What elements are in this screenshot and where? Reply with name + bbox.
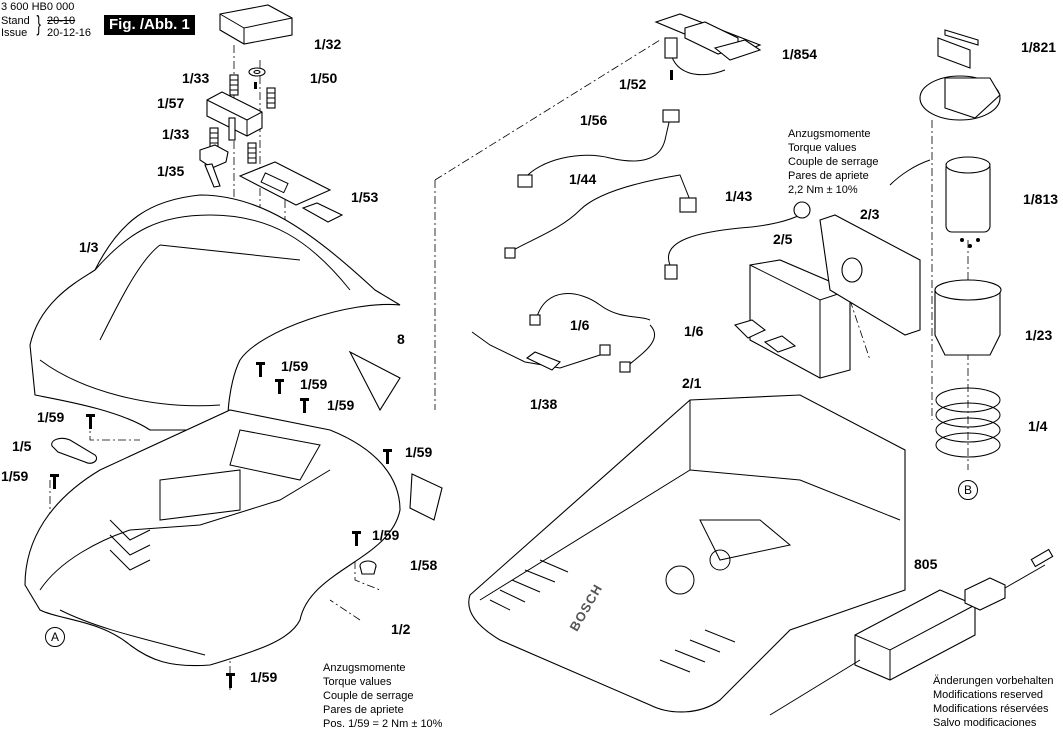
part-1-3-hood bbox=[29, 194, 401, 431]
part-805-power-supply bbox=[769, 548, 1054, 716]
callout-1-59: 1/59 bbox=[300, 376, 328, 392]
torque-note-top: Anzugsmomente Torque values Couple de se… bbox=[788, 127, 879, 197]
part-1-813-motor bbox=[889, 156, 991, 248]
part-8-decals bbox=[348, 350, 443, 521]
callout-1-23: 1/23 bbox=[1025, 327, 1053, 343]
callout-1-35: 1/35 bbox=[157, 163, 185, 179]
part-2-3-cover bbox=[819, 214, 921, 336]
torque-note-line: Torque values bbox=[788, 142, 857, 154]
part-1-32-cover bbox=[219, 4, 293, 45]
part-1-821-labels bbox=[937, 29, 979, 69]
callout-1-6: 1/6 bbox=[684, 323, 704, 339]
brace-symbol: } bbox=[36, 11, 41, 36]
callout-1-52: 1/52 bbox=[619, 76, 647, 92]
callout-1-50: 1/50 bbox=[310, 70, 338, 86]
callout-2-1: 2/1 bbox=[682, 375, 702, 391]
callout-1-56: 1/56 bbox=[580, 112, 608, 128]
part-1-2-body bbox=[24, 409, 401, 667]
torque-note-line: Pares de apriete bbox=[788, 170, 869, 182]
torque-note-line: Couple de serrage bbox=[788, 156, 879, 168]
modifications-line: Modifications reserved bbox=[933, 689, 1044, 701]
part-1-5-lens bbox=[51, 437, 98, 464]
callout-1-2: 1/2 bbox=[391, 621, 411, 637]
torque-note-line: 2,2 Nm ± 10% bbox=[788, 184, 858, 196]
callout-2-3: 2/3 bbox=[860, 206, 880, 222]
callout-1-821: 1/821 bbox=[1021, 39, 1057, 55]
torque-note-line: Couple de serrage bbox=[323, 690, 414, 702]
callout-1-6: 1/6 bbox=[570, 317, 590, 333]
part-1-58-cap bbox=[359, 560, 377, 575]
callout-1-5: 1/5 bbox=[12, 438, 32, 454]
document-number: 3 600 HB0 000 bbox=[1, 1, 75, 13]
callout-1-854: 1/854 bbox=[782, 46, 818, 62]
modifications-line: Salvo modificaciones bbox=[933, 717, 1037, 729]
callout-1-53: 1/53 bbox=[351, 189, 379, 205]
callout-1-38: 1/38 bbox=[530, 396, 558, 412]
callout-805: 805 bbox=[914, 556, 938, 572]
part-1-50-washer bbox=[248, 67, 266, 89]
callout-1-59: 1/59 bbox=[250, 669, 278, 685]
part-1-35-switch bbox=[199, 144, 229, 188]
modifications-line: Änderungen vorbehalten bbox=[933, 675, 1054, 687]
callout-1-59: 1/59 bbox=[37, 409, 65, 425]
callout-1-59: 1/59 bbox=[405, 444, 433, 460]
torque-note-line: Pares de apriete bbox=[323, 704, 404, 716]
reference-marker-a: A bbox=[45, 627, 65, 647]
callout-1-3: 1/3 bbox=[79, 239, 99, 255]
callout-1-44: 1/44 bbox=[569, 171, 597, 187]
issue-date: 20-12-16 bbox=[47, 27, 92, 39]
callout-1-4: 1/4 bbox=[1028, 418, 1048, 434]
torque-note-line: Anzugsmomente bbox=[323, 662, 406, 674]
stand-old-date: 20-10 bbox=[47, 15, 76, 27]
callout-8: 8 bbox=[397, 331, 405, 347]
torque-note-line: Pos. 1/59 = 2 Nm ± 10% bbox=[323, 718, 443, 730]
part-1-4-spring bbox=[935, 387, 1001, 458]
callout-1-33: 1/33 bbox=[162, 126, 190, 142]
callout-1-32: 1/32 bbox=[314, 36, 342, 52]
part-1-53-panel bbox=[238, 161, 344, 223]
part-2-5-battery bbox=[733, 259, 851, 379]
torque-note-bottom: Anzugsmomente Torque values Couple de se… bbox=[323, 661, 442, 731]
callout-1-813: 1/813 bbox=[1023, 191, 1059, 207]
part-motor-head bbox=[919, 75, 1001, 121]
reference-marker-b: B bbox=[958, 480, 978, 500]
part-1-57-button bbox=[206, 91, 263, 141]
part-2-1-base bbox=[468, 394, 906, 713]
callout-1-58: 1/58 bbox=[410, 557, 438, 573]
part-1-23-housing bbox=[934, 279, 1002, 356]
callout-1-59: 1/59 bbox=[1, 468, 29, 484]
torque-note-line: Torque values bbox=[323, 676, 392, 688]
part-1-33-springs bbox=[209, 74, 276, 164]
callout-1-59: 1/59 bbox=[281, 358, 309, 374]
figure-label: Fig. /Abb. 1 bbox=[104, 15, 195, 35]
modifications-line: Modifications réservées bbox=[933, 703, 1049, 715]
callout-1-43: 1/43 bbox=[725, 188, 753, 204]
part-1-59-screws bbox=[50, 362, 392, 688]
callout-1-33: 1/33 bbox=[182, 70, 210, 86]
callout-1-59: 1/59 bbox=[372, 527, 400, 543]
callout-1-57: 1/57 bbox=[157, 95, 185, 111]
stand-label: Stand bbox=[1, 15, 30, 27]
callout-2-5: 2/5 bbox=[773, 231, 793, 247]
modifications-note: Änderungen vorbehalten Modifications res… bbox=[933, 674, 1053, 730]
callout-1-59: 1/59 bbox=[327, 397, 355, 413]
part-cables bbox=[471, 109, 811, 373]
issue-label: Issue bbox=[1, 27, 28, 39]
torque-note-line: Anzugsmomente bbox=[788, 128, 871, 140]
part-1-854-module bbox=[654, 13, 762, 80]
